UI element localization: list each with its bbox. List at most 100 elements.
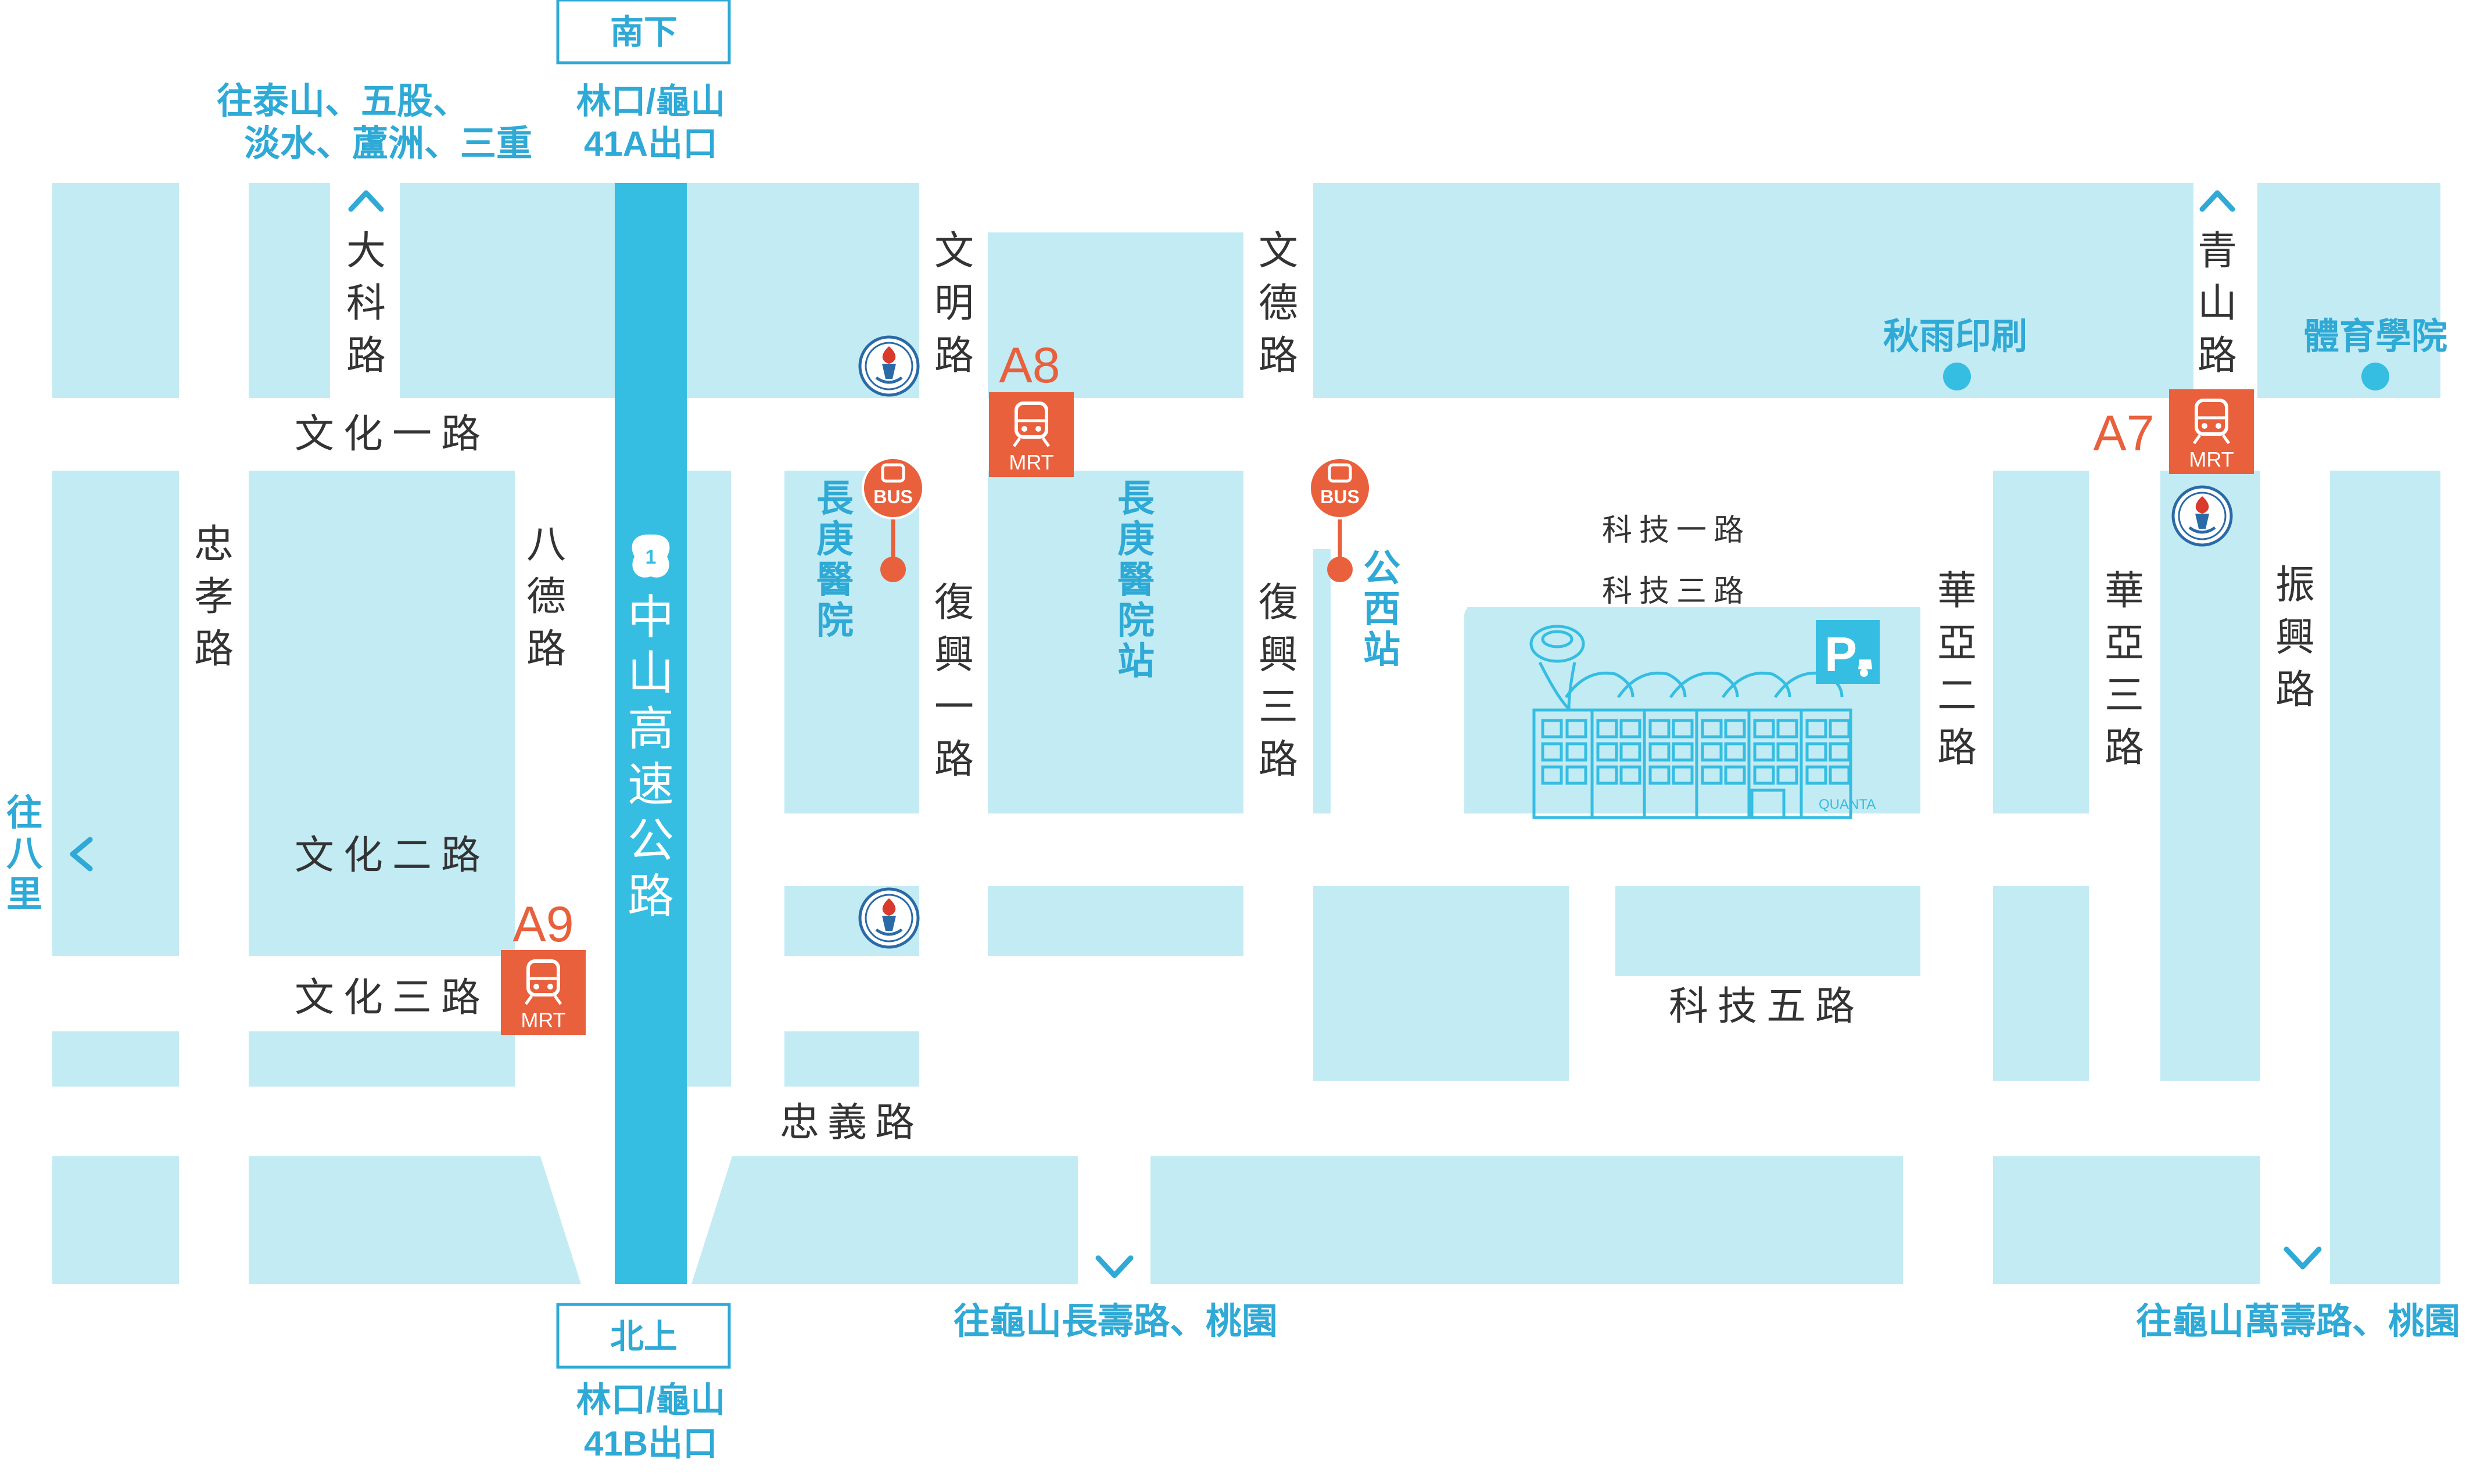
place-gongxi-station: 公 西 站 [1363,547,1400,671]
road-huaya2: 華 亞 二 路 [1937,569,1977,770]
svg-text:明: 明 [934,281,974,325]
qiuyu-printing-marker [1943,363,1971,390]
highway-name-char-2: 山 [628,647,674,699]
svg-text:路: 路 [1937,726,1977,770]
highway-name-char-3: 高 [628,703,674,755]
scooter-icon [1858,659,1872,677]
bus-stop-icon [1328,463,1352,483]
highway-name-char-5: 公 [628,815,674,866]
place-changgeng-station: 長 庚 醫 院 站 [1117,478,1155,682]
parking-icon: P [1816,620,1880,684]
highway-shield-icon: 1 [632,534,670,578]
road-zhongyi: 忠義路 [780,1101,923,1145]
road-zhongxiao: 忠 孝 路 [194,522,234,671]
svg-text:公: 公 [1363,547,1400,589]
parking-label: P [1825,627,1857,682]
bus-label: BUS [1320,486,1360,507]
mrt-label: MRT [2189,447,2234,471]
svg-text:三: 三 [2105,673,2144,718]
svg-text:三: 三 [1259,685,1298,729]
highway-name: 中 山 高 速 公 路 [628,592,674,922]
mrt-station-a7[interactable]: A7 MRT [2093,389,2254,474]
svg-text:亞: 亞 [2105,621,2144,665]
svg-text:路: 路 [2105,726,2144,770]
svg-text:文: 文 [934,229,974,273]
direction-west-char-1: 往 [6,793,42,833]
bus-stop-icon [881,463,905,483]
highway-name-char-1: 中 [628,592,674,643]
svg-text:路: 路 [934,334,974,378]
svg-text:科: 科 [346,281,386,325]
svg-text:亞: 亞 [1937,621,1977,665]
svg-text:華: 華 [1937,569,1977,613]
sports-college-marker [2361,363,2389,390]
direction-west: 往 八 里 [6,793,93,915]
svg-text:路: 路 [934,737,974,782]
svg-text:路: 路 [526,627,566,671]
svg-text:八: 八 [526,522,566,567]
svg-text:華: 華 [2105,569,2144,613]
mrt-station-a9[interactable]: A9 MRT [501,897,586,1035]
svg-text:振: 振 [2275,563,2315,607]
direction-northwest-line2: 淡水、蘆洲、三重 [244,124,532,164]
place-sports-college: 體育學院 [2303,317,2447,390]
south-sign: 南下 [556,0,731,64]
road-wenhua2: 文化二路 [295,833,490,877]
svg-text:路: 路 [1259,737,1298,782]
direction-west-char-3: 里 [6,874,42,915]
svg-text:青: 青 [2198,229,2237,273]
svg-text:路: 路 [2198,334,2237,378]
north-exit-line2: 41B出口 [584,1424,718,1463]
svg-text:長: 長 [1117,478,1155,519]
svg-text:德: 德 [526,575,566,619]
bus-stop-changgeng-hospital: BUS [862,457,924,582]
svg-text:復: 復 [934,580,974,625]
svg-text:孝: 孝 [194,575,234,619]
svg-text:院: 院 [1117,600,1155,641]
svg-text:長: 長 [816,478,854,519]
quanta-building-icon [1529,625,1852,819]
road-qingshan: 青 山 路 [2198,190,2237,378]
bus-label: BUS [873,486,913,507]
svg-text:醫: 醫 [1117,559,1155,601]
direction-northwest-line1: 往泰山、五股、 [217,81,469,121]
highway-number: 1 [646,546,657,568]
svg-text:醫: 醫 [816,559,854,601]
svg-text:二: 二 [1937,673,1977,718]
svg-text:路: 路 [346,334,386,378]
road-keji1: 科技一路 [1602,514,1751,547]
station-a8-label: A8 [999,338,1060,393]
highway-name-char-6: 路 [628,870,674,922]
svg-text:興: 興 [934,633,974,677]
road-fuxing3: 復 興 三 路 [1259,580,1298,782]
zhongshan-highway: 1 中 山 高 速 公 路 [596,183,706,1284]
quanta-label: QUANTA [1819,797,1876,812]
mrt-label: MRT [1009,450,1053,474]
svg-text:忠: 忠 [194,522,234,567]
svg-text:山: 山 [2198,281,2237,325]
road-keji5: 科技五路 [1669,984,1864,1028]
road-bade: 八 德 路 [526,522,566,671]
svg-text:站: 站 [1117,640,1155,682]
mrt-station-a8[interactable]: A8 MRT [989,338,1074,477]
svg-text:庚: 庚 [816,518,854,560]
road-wenming: 文 明 路 [934,229,974,378]
road-fuxing1: 復 興 一 路 [934,580,974,782]
city-blocks [52,183,2440,1284]
direction-west-char-2: 八 [6,834,43,874]
north-sign-label: 北上 [610,1318,678,1356]
station-a7-label: A7 [2093,406,2154,461]
svg-text:興: 興 [1259,633,1298,677]
svg-text:大: 大 [346,229,386,273]
svg-text:庚: 庚 [1117,518,1155,560]
svg-text:西: 西 [1363,588,1400,630]
svg-text:院: 院 [816,600,854,641]
svg-text:興: 興 [2275,615,2315,659]
dake-north-arrow-icon [348,190,384,212]
svg-text:路: 路 [194,627,234,671]
svg-text:站: 站 [1363,629,1400,671]
south-center-arrow-icon [1095,1255,1134,1278]
qiuyu-printing-label: 秋雨印刷 [1883,317,2027,357]
south-sign-label: 南下 [610,13,678,51]
north-exit-line1: 林口/龜山 [576,1381,726,1420]
